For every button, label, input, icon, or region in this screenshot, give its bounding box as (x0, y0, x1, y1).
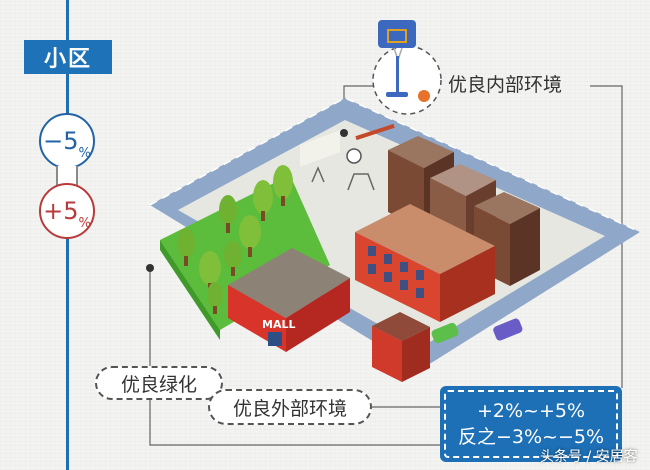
result-negative: 反之−3%~−5% (457, 426, 605, 448)
office-building (355, 204, 495, 322)
minus-percent: % (78, 145, 91, 161)
inner-environment-label: 优良内部环境 (448, 74, 563, 96)
green-car (431, 322, 459, 344)
mall-sign-text: MALL (262, 318, 295, 331)
outer-environment-label: 优良外部环境 (208, 389, 372, 425)
basketball-hoop-icon (372, 20, 442, 115)
connector-lines (149, 85, 623, 446)
section-tag: 小区 (24, 40, 112, 74)
greening-label: 优良绿化 (95, 366, 223, 400)
trees (177, 165, 293, 314)
plus-badge: +5% (39, 183, 95, 239)
watermark: 头条号 / 安居客 (540, 449, 638, 465)
result-box: +2%~+5% 反之−3%~−5% (440, 386, 622, 462)
purple-car (493, 318, 523, 341)
small-building (372, 312, 430, 382)
plus-value: +5 (43, 197, 79, 225)
grass-area (160, 175, 330, 330)
plus-percent: % (78, 215, 91, 231)
minus-badge: −5% (39, 113, 95, 169)
result-positive: +2%~+5% (476, 400, 586, 422)
badge-connector (56, 166, 78, 186)
minus-value: −5 (43, 127, 79, 155)
playground (311, 123, 395, 191)
mall-building: MALL (228, 130, 350, 352)
result-inner: +2%~+5% 反之−3%~−5% (444, 390, 618, 458)
